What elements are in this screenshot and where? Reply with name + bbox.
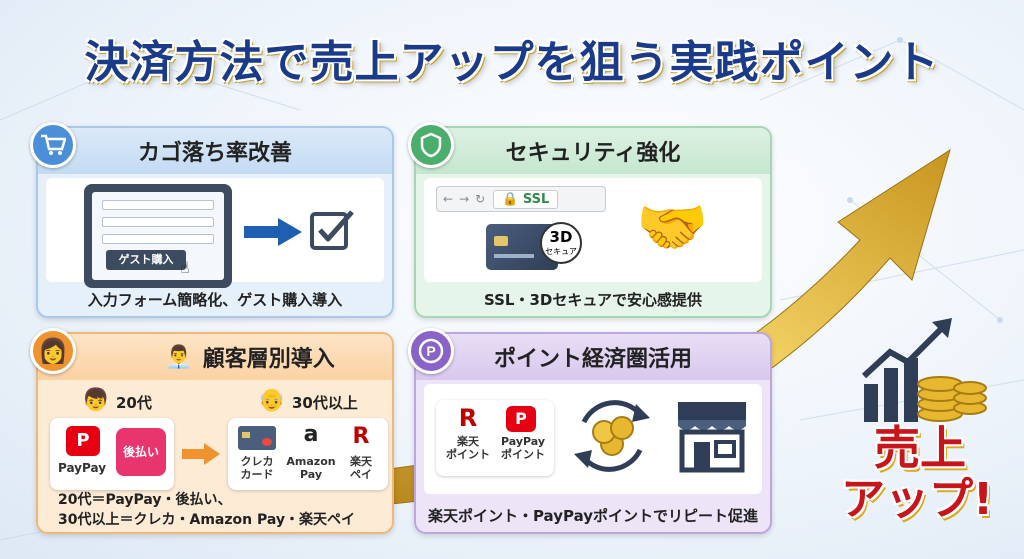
age-30s-label: 30代以上 [292, 394, 358, 412]
reload-icon: ↻ [475, 192, 486, 206]
card-heading: カゴ落ち率改善 [38, 128, 392, 174]
age-20s-label: 20代 [116, 394, 152, 412]
rakuten-point-label: 楽天ポイント [446, 435, 490, 461]
3d-secure-badge: 3D セキュア [540, 222, 582, 264]
card-footer: 楽天ポイント・PayPayポイントでリピート促進 [427, 506, 759, 525]
rakuten-pay-label: 楽天ペイ [350, 455, 372, 481]
young-person-icon: 👦 [82, 388, 110, 413]
older-person-icon: 👴 [258, 388, 286, 413]
page-title: 決済方法で売上アップを狙う実践ポイント [84, 37, 940, 88]
atobarai-icon: 後払い [116, 428, 166, 476]
checkbox-checked-icon [310, 210, 354, 250]
growth-chart-coins-icon [861, 318, 987, 422]
card-body: ゲスト購入 ☝ [46, 178, 384, 288]
browser-address-bar: ← → ↻ 🔒 SSL [436, 186, 606, 212]
right-arrow-icon [244, 218, 302, 246]
rakuten-r-icon: R [458, 404, 478, 432]
right-arrow-icon [182, 443, 220, 465]
point-p-icon: P [408, 328, 454, 374]
card-heading: 👨‍💼 顧客層別導入 [38, 334, 392, 380]
paypay-icon: P [66, 426, 100, 456]
shield-icon [408, 122, 454, 168]
forward-icon: → [459, 192, 470, 206]
coins-icon [592, 416, 634, 456]
card-security: セキュリティ強化 ← → ↻ 🔒 SSL 3D セキュア 🤝 SSL・3Dセキュ… [414, 126, 772, 318]
shopping-cart-icon [30, 122, 76, 168]
ssl-label: SSL [522, 191, 550, 207]
card-footer: 20代＝PayPay・後払い、 30代以上＝クレカ・Amazon Pay・楽天ペ… [58, 492, 355, 528]
svg-text:P: P [426, 343, 435, 359]
young-payments-panel: P PayPay 後払い [50, 418, 174, 490]
paypay-icon: P [506, 406, 536, 432]
credit-card-icon [238, 426, 276, 450]
card-footer: SSL・3Dセキュアで安心感提供 [483, 290, 703, 309]
card-footer: 入力フォーム簡略化、ゲスト購入導入 [87, 290, 343, 309]
card-heading: ポイント経済圏活用 [416, 334, 770, 380]
sales-up-line1: 売上 [874, 421, 966, 475]
pointer-hand-icon: ☝ [180, 258, 190, 277]
card-cart-abandonment: カゴ落ち率改善 ゲスト購入 ☝ 入力フォーム簡略化、ゲスト購入導入 [36, 126, 394, 318]
handshake-icon: 🤝 [636, 193, 709, 261]
card-heading: セキュリティ強化 [416, 128, 770, 174]
credit-card-label: クレカカード [240, 455, 274, 481]
store-icon [678, 402, 746, 473]
sales-up-line2: アップ! [840, 474, 994, 525]
cycle-arrows-icon [574, 400, 650, 472]
form-tablet: ゲスト購入 ☝ [84, 184, 232, 288]
lock-icon: 🔒 [502, 191, 519, 207]
guest-purchase-button[interactable]: ゲスト購入 [106, 250, 186, 270]
card-body: 👦 20代 👴 30代以上 P PayPay 後払い クレカカード a Amaz… [46, 384, 388, 490]
card-customer-segment: 👨‍💼 顧客層別導入 👦 20代 👴 30代以上 P PayPay 後払い クレ… [36, 332, 394, 534]
person-icon: 👨‍💼 [165, 344, 193, 370]
woman-avatar-icon: 👩 [30, 328, 76, 374]
paypay-label: PayPay [57, 461, 107, 475]
card-body: ← → ↻ 🔒 SSL 3D セキュア 🤝 [424, 178, 762, 282]
back-icon: ← [443, 192, 454, 206]
rakuten-r-icon: R [352, 424, 370, 449]
amazon-icon: a [303, 422, 319, 447]
